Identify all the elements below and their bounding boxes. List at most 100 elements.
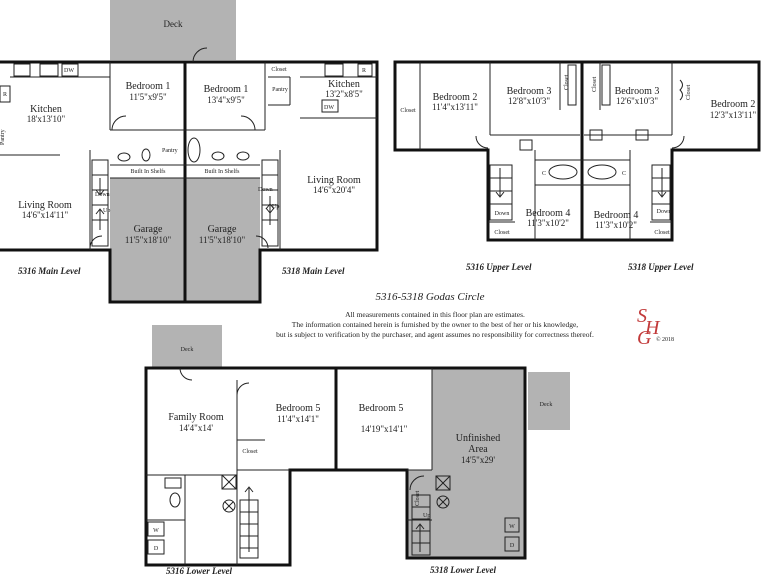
dryer-box	[147, 539, 165, 555]
dryer-box	[504, 536, 520, 552]
main-deck-label: Deck	[164, 19, 183, 29]
bedroom3-5316-dim: 12'8"x10'3"	[508, 96, 550, 106]
living-5318-name: Living Room	[307, 175, 361, 186]
upper-level: Closet Bedroom 2 11'4"x13'11" Bedroom 3 …	[393, 60, 761, 272]
down-arrow-icon	[95, 178, 105, 196]
unfinished-area-name2: Area	[468, 444, 488, 455]
kitchen-5316-name: Kitchen	[30, 104, 62, 115]
upper-closet-5318-label: Closet	[686, 84, 692, 100]
lower-outer-wall	[144, 366, 527, 567]
lower-d-5318-label: D	[510, 543, 515, 549]
door-swing	[475, 135, 489, 149]
logo-letter-h: H	[644, 317, 661, 339]
bedroom4-5318-name: Bedroom 4	[594, 210, 639, 221]
down-5316-label: Down	[95, 192, 110, 198]
up-arrow-icon	[265, 203, 275, 225]
upper-outer-wall	[393, 60, 761, 242]
garage-5318-dim: 11'5"x18'10"	[199, 235, 246, 245]
bedroom3-5318-name: Bedroom 3	[615, 86, 660, 97]
pantry-5318-label: Pantry	[272, 87, 288, 93]
bath-fixtures-main	[117, 137, 250, 163]
level-label-lower-5316: 5316 Lower Level	[166, 566, 232, 576]
door-swing	[236, 382, 250, 396]
level-label-main-5316: 5316 Main Level	[18, 266, 81, 276]
bath-c-5316-label: C	[542, 171, 546, 177]
logo-copyright: © 2018	[656, 336, 674, 343]
plan-title-block: 5316-5318 Godas Circle All measurements …	[276, 291, 594, 339]
shower	[164, 477, 182, 489]
washer-box	[504, 517, 520, 533]
door-swing	[255, 235, 269, 249]
tub	[587, 164, 617, 180]
bedroom3-5318-dim: 12'6"x10'3"	[616, 96, 658, 106]
garage-5316-name: Garage	[134, 224, 163, 235]
garage-5318-name: Garage	[208, 224, 237, 235]
bedroom4-5316-name: Bedroom 4	[526, 208, 571, 219]
upper-closet-5316-label: Closet	[400, 108, 416, 114]
pantry-5316-label: Pantry	[0, 129, 6, 145]
bedroom1-5318-name: Bedroom 1	[204, 84, 249, 95]
level-label-main-5318: 5318 Main Level	[282, 266, 345, 276]
level-label-upper-5316: 5316 Upper Level	[466, 262, 532, 272]
lower-level: Deck Deck	[144, 325, 570, 576]
door-swing	[192, 47, 208, 63]
unfinished-area-dim: 14'5"x29'	[461, 455, 495, 465]
kitchen-5316-dim: 18'x13'10"	[27, 114, 66, 124]
bedroom4-5316-dim: 11'3"x10'2"	[527, 218, 569, 228]
family-room-dim: 14'4"x14'	[179, 423, 213, 433]
kitchen-5318-r-label: R	[362, 68, 366, 74]
bedroom3-5316-name: Bedroom 3	[507, 86, 552, 97]
lower-stairs-5318	[411, 494, 431, 556]
living-5316-name: Living Room	[18, 200, 72, 211]
garage-5316-dim: 11'5"x18'10"	[125, 235, 172, 245]
bedroom2-5318-dim: 12'3"x13'11"	[710, 110, 757, 120]
pantry-5316b-label: Pantry	[162, 148, 178, 154]
disclaimer-line-3: but is subject to verification by the pu…	[276, 330, 594, 339]
bedroom1-5316-name: Bedroom 1	[126, 81, 171, 92]
bedroom5-5316-name: Bedroom 5	[276, 403, 321, 414]
closet-shelf	[601, 64, 611, 106]
kitchen-5318-dw-label: DW	[324, 105, 334, 111]
shg-logo: S H G © 2018	[637, 305, 674, 349]
lower-deck-5316	[152, 325, 222, 367]
level-label-upper-5318: 5318 Upper Level	[628, 262, 694, 272]
up-arrow-icon	[415, 523, 425, 552]
vanity	[635, 129, 649, 141]
bath-c-5318-label: C	[622, 171, 626, 177]
builtin-5316-label: Built In Shelfs	[130, 168, 166, 175]
closet-5318-label: Closet	[271, 67, 287, 73]
closet-shelf	[567, 64, 577, 106]
up-5318-label: Up	[272, 204, 279, 210]
door-swing	[179, 367, 193, 381]
door-swing	[409, 475, 425, 491]
garage-5318-fill	[186, 178, 260, 302]
bedroom5-5318-dim: 14'19"x14'1"	[361, 424, 408, 434]
unfinished-area-fill-lower	[407, 470, 432, 558]
toilet	[169, 492, 181, 508]
door-swing	[671, 135, 685, 149]
bedroom2-5316-name: Bedroom 2	[433, 92, 478, 103]
down-arrow-icon	[495, 168, 505, 198]
upper-stairs-5318	[651, 164, 671, 221]
builtin-5318-label: Built In Shelfs	[204, 168, 240, 175]
bedroom3-closet-5318-label: Closet	[592, 76, 598, 92]
down-upper-5316-label: Down	[495, 211, 510, 217]
upper-closet-b-5316-label: Closet	[494, 230, 510, 236]
lower-w-5316-label: W	[153, 528, 159, 534]
bedroom5-5316-dim: 11'4"x14'1"	[277, 414, 319, 424]
logo-letter-g: G	[637, 327, 652, 349]
down-upper-5318-label: Down	[657, 209, 672, 215]
up-arrow-icon	[95, 208, 105, 230]
up-5316-label: Up	[103, 208, 110, 214]
living-5316-dim: 14'6"x14'11"	[22, 210, 69, 220]
vanity	[589, 129, 603, 141]
lower-d-5316-label: D	[154, 546, 159, 552]
door-swing	[111, 115, 127, 131]
lower-up-5318-label: Up	[423, 513, 430, 519]
plan-title: 5316-5318 Godas Circle	[376, 291, 485, 303]
level-label-lower-5318: 5318 Lower Level	[430, 565, 496, 575]
bedroom2-5316-dim: 11'4"x13'11"	[432, 102, 478, 112]
kitchen-5316-dw-label: DW	[64, 68, 74, 74]
washer-box	[147, 521, 165, 537]
